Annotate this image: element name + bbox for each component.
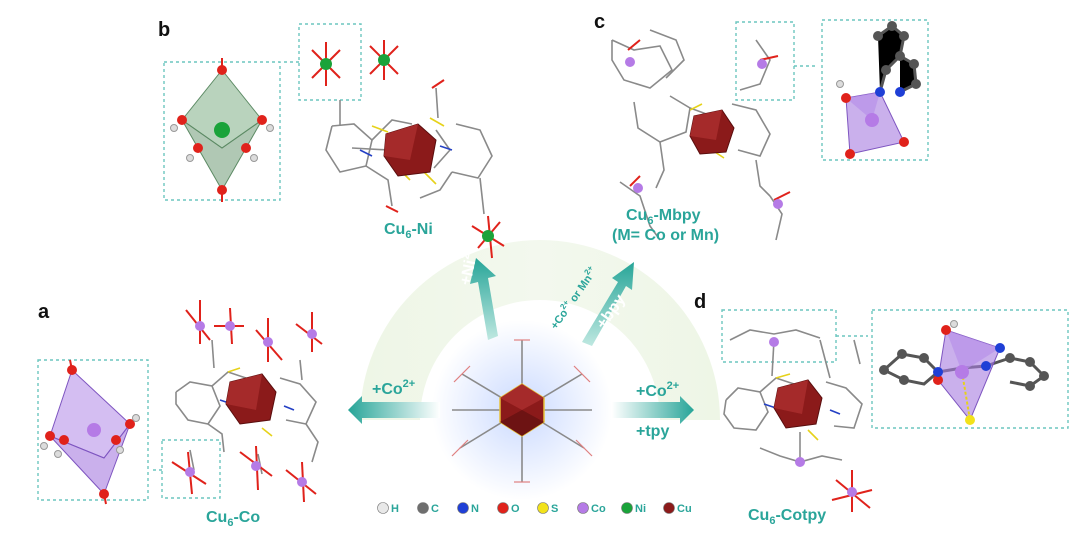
ni-unit-top-a xyxy=(311,42,341,86)
zoom-box-a xyxy=(161,439,221,499)
cu6-co-cluster xyxy=(175,339,319,475)
legend-label-cu: Cu xyxy=(677,503,692,515)
svg-text:+Ni2+: +Ni2+ xyxy=(454,246,481,287)
reaction-label-tpy: +tpy xyxy=(636,423,669,440)
zoom-box-c xyxy=(735,21,795,101)
compound-note-c: (M= Co or Mn) xyxy=(612,227,719,244)
element-legend: H C N O S Co Ni Cu xyxy=(377,502,692,515)
svg-text:+Co2+: +Co2+ xyxy=(636,380,679,400)
panel-letter-a: a xyxy=(38,301,50,323)
zoom-box-b xyxy=(298,23,362,101)
inset-box-d xyxy=(871,309,1069,429)
ni-unit-top-b xyxy=(369,40,399,80)
ni-unit-bottom xyxy=(471,215,505,259)
reaction-label-co-left: +Co xyxy=(372,381,403,398)
legend-label-ni: Ni xyxy=(635,503,646,515)
co-bpy-inset xyxy=(836,21,921,159)
inset-box-c xyxy=(821,19,929,161)
co-units-a xyxy=(171,300,323,503)
legend-swatch-c xyxy=(417,502,429,514)
center-cluster xyxy=(432,320,612,500)
panel-letter-c: c xyxy=(594,11,605,33)
legend-swatch-o xyxy=(497,502,509,514)
cu6-cotpy-cluster xyxy=(723,329,873,512)
reaction-label-ni: +Ni xyxy=(457,259,479,287)
reaction-label-co-right: +Co xyxy=(636,383,667,400)
legend-swatch-cu xyxy=(663,502,675,514)
panel-letter-b: b xyxy=(158,19,170,41)
panel-letter-d: d xyxy=(694,291,706,313)
legend-label-s: S xyxy=(551,503,558,515)
legend-label-h: H xyxy=(391,503,399,515)
cu6-ni-cluster xyxy=(325,79,493,215)
co-tpy-inset xyxy=(879,320,1049,425)
legend-swatch-ni xyxy=(621,502,633,514)
compound-label-c: Cu6-Mbpy xyxy=(626,207,701,227)
reaction-label-bpy-metals: +Co xyxy=(549,307,571,331)
legend-label-o: O xyxy=(511,503,520,515)
inset-box-a xyxy=(37,359,149,501)
compound-label-b: Cu6-Ni xyxy=(384,221,433,241)
legend-swatch-s xyxy=(537,502,549,514)
arrow-to-b: +Ni2+ xyxy=(454,246,498,340)
arrow-to-d: +Co2+ +tpy xyxy=(612,380,694,440)
svg-text:+Co2+: +Co2+ xyxy=(372,378,415,398)
legend-swatch-h xyxy=(377,502,389,514)
legend-label-c: C xyxy=(431,503,439,515)
legend-label-co: Co xyxy=(591,503,606,515)
compound-label-d: Cu6-Cotpy xyxy=(748,507,826,527)
cu6-mbpy-cluster xyxy=(611,29,791,241)
ni-octahedron-inset xyxy=(170,58,274,202)
compound-label-a: Cu6-Co xyxy=(206,509,260,529)
legend-swatch-co xyxy=(577,502,589,514)
arrow-to-a: +Co2+ xyxy=(348,378,440,424)
legend-swatch-n xyxy=(457,502,469,514)
legend-label-n: N xyxy=(471,503,479,515)
co-octahedron-inset xyxy=(40,359,140,505)
